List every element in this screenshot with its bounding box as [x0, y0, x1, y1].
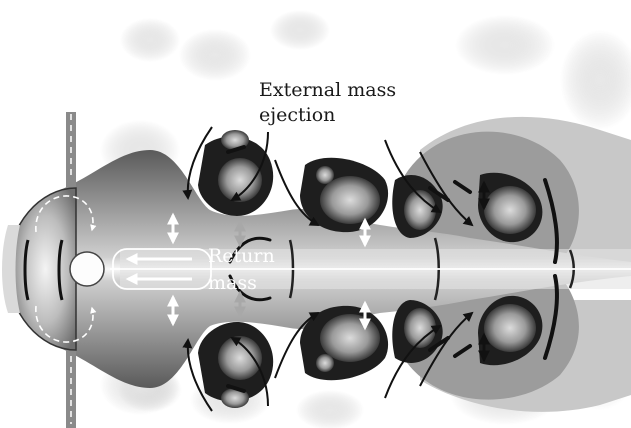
central-sphere	[70, 252, 104, 286]
label-return-mass-line1: Return	[208, 245, 275, 267]
label-external-mass-line2: ejection	[259, 104, 335, 126]
label-external-mass-line1: External mass	[259, 79, 396, 101]
label-return-mass-line2: mass	[208, 272, 257, 294]
